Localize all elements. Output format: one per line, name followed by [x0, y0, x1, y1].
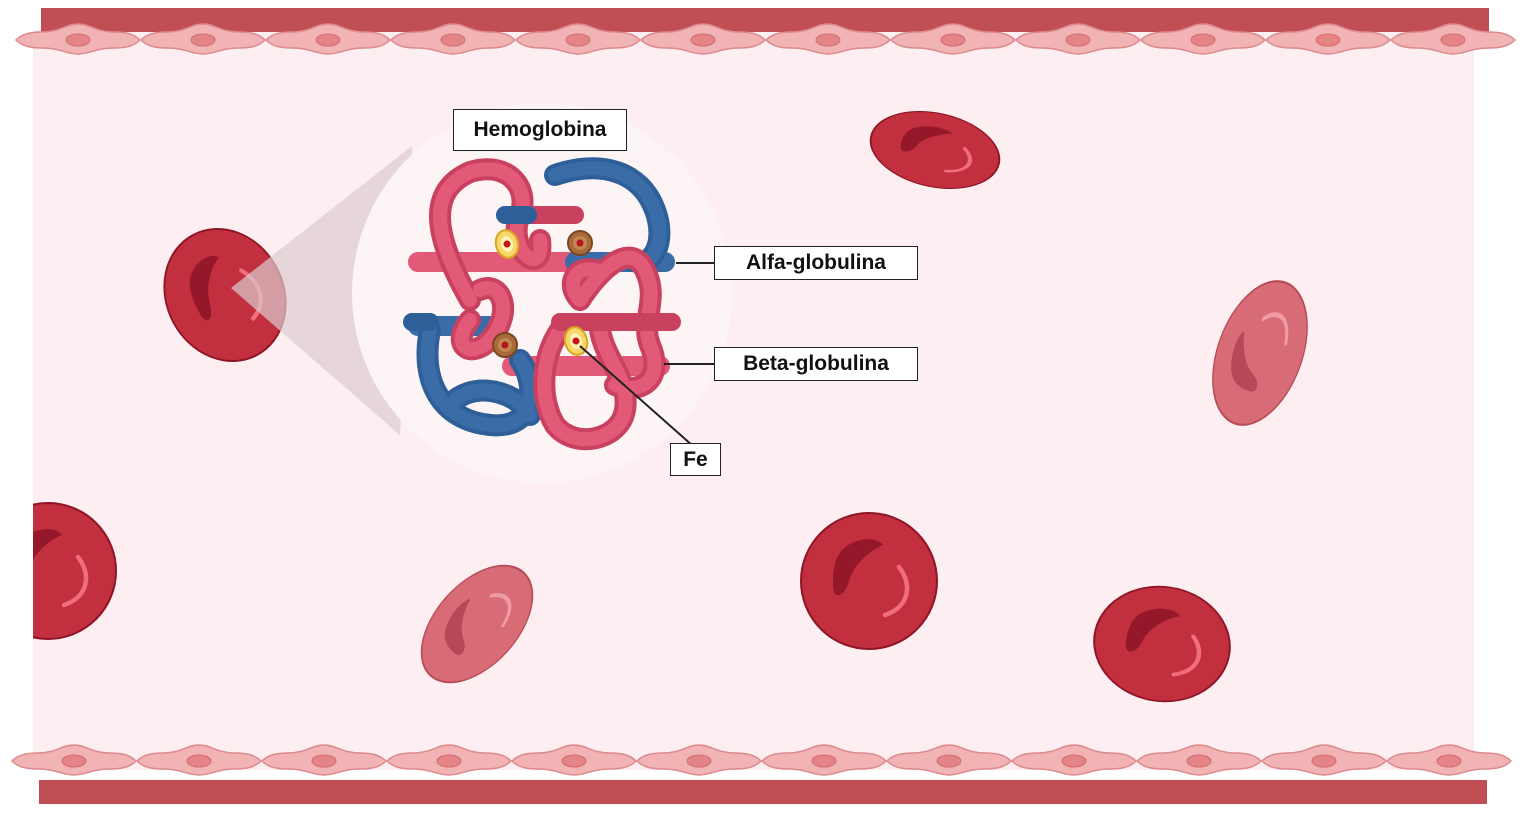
- red-blood-cell: [801, 513, 937, 649]
- zoom-circle: [352, 103, 732, 483]
- vessel-wall-top: [41, 8, 1489, 32]
- heme-group: [492, 332, 518, 358]
- chain-stubs: [403, 206, 681, 331]
- iron-label: Fe: [670, 443, 721, 476]
- hemoglobin-label: Hemoglobina: [453, 109, 627, 151]
- beta-globulin-label: Beta-globulina: [714, 347, 918, 381]
- alpha-globulin-label: Alfa-globulina: [714, 246, 918, 280]
- beta-chain-highlight: [433, 162, 662, 447]
- vessel-wall-bottom: [39, 780, 1487, 804]
- iron-leader-line: [579, 345, 694, 447]
- heme-group: [567, 230, 593, 256]
- hemoglobin-molecule: [403, 157, 681, 451]
